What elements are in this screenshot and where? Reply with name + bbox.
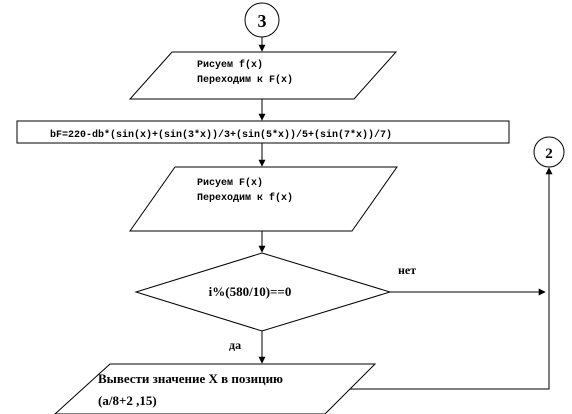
block2-line1: Рисуем F(x) [197, 177, 263, 189]
connector-2-label: 2 [545, 146, 553, 162]
output-parallelogram [54, 363, 377, 414]
process-formula: bF=220-db*(sin(x)+(sin(3*x))/3+(sin(5*x)… [50, 129, 392, 141]
decision-yes-label: да [229, 338, 241, 352]
arrow-output-to-connector-2 [350, 167, 553, 390]
output-line2: (a/8+2 ,15) [98, 393, 157, 408]
output-line1: Вывести значение X в позицию [98, 371, 283, 386]
block2-line2: Переходим к f(x) [197, 192, 293, 204]
block2-parallelogram [129, 166, 398, 232]
block1-line2: Переходим к F(x) [197, 74, 293, 86]
connector-2-circle [533, 136, 565, 168]
block1-parallelogram [128, 51, 398, 100]
connector-3-label: 3 [258, 11, 267, 31]
block1-line1: Рисуем f(x) [197, 59, 263, 71]
decision-no-label: нет [398, 263, 416, 277]
decision-condition: i%(580/10)==0 [209, 284, 292, 299]
process-rect [16, 120, 510, 144]
